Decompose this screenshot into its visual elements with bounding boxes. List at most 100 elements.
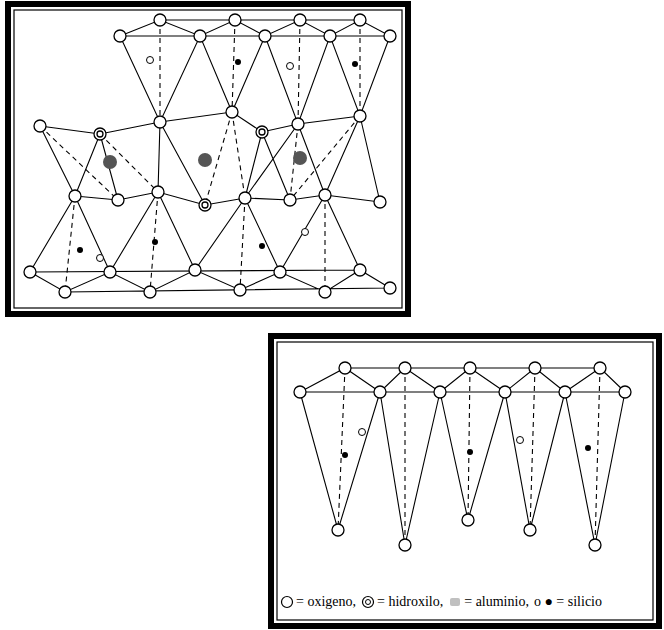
oxygen-atom	[194, 30, 206, 42]
oxygen-atom	[226, 106, 238, 118]
aluminium-atom	[103, 155, 117, 169]
legend-icon	[361, 595, 375, 609]
silicon-atom	[287, 63, 294, 70]
bond-line	[120, 20, 390, 124]
oxygen-atom	[384, 282, 396, 294]
oxygen-atom	[69, 190, 81, 202]
legend-text: = aluminio,	[464, 594, 529, 610]
oxygen-atom	[24, 266, 36, 278]
oxygen-atoms	[294, 362, 631, 551]
oxygen-atom	[354, 110, 366, 122]
silicon-atom	[77, 247, 83, 253]
hydroxyl-symbol	[363, 597, 374, 608]
silicon-atom	[467, 449, 473, 455]
oxygen-atom	[154, 14, 166, 26]
oxygen-atom	[619, 386, 631, 398]
silicon-atom	[342, 452, 348, 458]
hydroxyl-group	[202, 202, 208, 208]
frame	[8, 4, 408, 314]
oxygen-atoms	[24, 14, 396, 298]
aluminium-atom	[293, 151, 307, 165]
oxygen-atom	[294, 386, 306, 398]
bond-line	[30, 192, 390, 292]
oxygen-atom	[189, 264, 201, 276]
oxygen-atom	[399, 362, 411, 374]
bond-line	[338, 368, 600, 545]
bond-lines	[30, 20, 390, 292]
silicon-atom	[517, 437, 524, 444]
legend-icon	[280, 595, 294, 609]
silicon-atom	[302, 229, 309, 236]
oxygen-atom	[374, 196, 386, 208]
frame	[14, 10, 402, 308]
hydroxyl-group	[199, 199, 211, 211]
oxygen-atom	[319, 189, 331, 201]
legend-item: = aluminio,	[448, 594, 529, 610]
bond-line	[160, 20, 360, 124]
legend-item: o ● = silicio	[534, 594, 602, 610]
oxygen-atom	[499, 386, 511, 398]
legend-text: = hidroxilo,	[377, 594, 443, 610]
oxygen-atom	[294, 14, 306, 26]
legend-swatch	[450, 598, 460, 606]
oxygen-atom	[319, 286, 331, 298]
silicon-atom	[152, 239, 158, 245]
oxygen-atom	[274, 266, 286, 278]
oxygen-atom	[462, 514, 474, 526]
legend-item: = oxigeno,	[280, 594, 356, 610]
oxygen-atom	[284, 194, 296, 206]
oxygen-atom	[104, 266, 116, 278]
oxygen-atom	[464, 362, 476, 374]
cations	[342, 429, 591, 459]
oxygen-atom	[339, 362, 351, 374]
bond-line	[40, 112, 380, 205]
silicon-atom	[259, 243, 265, 249]
bond-line	[300, 368, 625, 545]
bond-line	[40, 112, 360, 205]
oxygen-atom	[239, 192, 251, 204]
oxygen-atom	[154, 116, 166, 128]
oxygen-atom	[524, 524, 536, 536]
oxygen-atom	[324, 30, 336, 42]
oxygen-atom	[292, 118, 304, 130]
oxygen-atom	[594, 362, 606, 374]
oxygen-atom	[229, 14, 241, 26]
bond-lines	[300, 368, 625, 545]
oxygen-atom	[589, 539, 601, 551]
silicon-atom	[352, 61, 358, 67]
frame	[277, 342, 653, 620]
oxygen-atom	[234, 284, 246, 296]
silicon-atom	[97, 255, 104, 262]
cations	[77, 57, 358, 262]
hydroxyl-group	[97, 131, 103, 137]
oxygen-atom	[374, 386, 386, 398]
oxygen-symbol	[282, 597, 293, 608]
oxygen-atom	[332, 524, 344, 536]
hydroxyl-group	[94, 128, 106, 140]
oxygen-atom	[384, 30, 396, 42]
aluminium-atom	[198, 153, 212, 167]
hydroxyl-symbol	[366, 600, 371, 605]
oxygen-atom	[529, 362, 541, 374]
frame	[271, 336, 659, 626]
legend-item: = hidroxilo,	[361, 594, 443, 610]
hydroxyl-group	[256, 126, 268, 138]
silicon-atom	[147, 57, 154, 64]
oxygen-atom	[399, 539, 411, 551]
oxygen-atom	[434, 386, 446, 398]
legend: = oxigeno, = hidroxilo, = aluminio, o ● = s…	[280, 594, 652, 610]
silicon-atom	[359, 429, 366, 436]
oxygen-atom	[354, 264, 366, 276]
legend-text: = oxigeno,	[296, 594, 356, 610]
legend-text: o ● = silicio	[534, 594, 602, 610]
oxygen-atom	[34, 120, 46, 132]
oxygen-atom	[59, 286, 71, 298]
oxygen-atom	[114, 30, 126, 42]
oxygen-atom	[354, 14, 366, 26]
silicon-atom	[235, 59, 241, 65]
oxygen-atom	[559, 386, 571, 398]
oxygen-atom	[112, 194, 124, 206]
silicon-atom	[585, 445, 591, 451]
oxygen-atom	[152, 186, 164, 198]
